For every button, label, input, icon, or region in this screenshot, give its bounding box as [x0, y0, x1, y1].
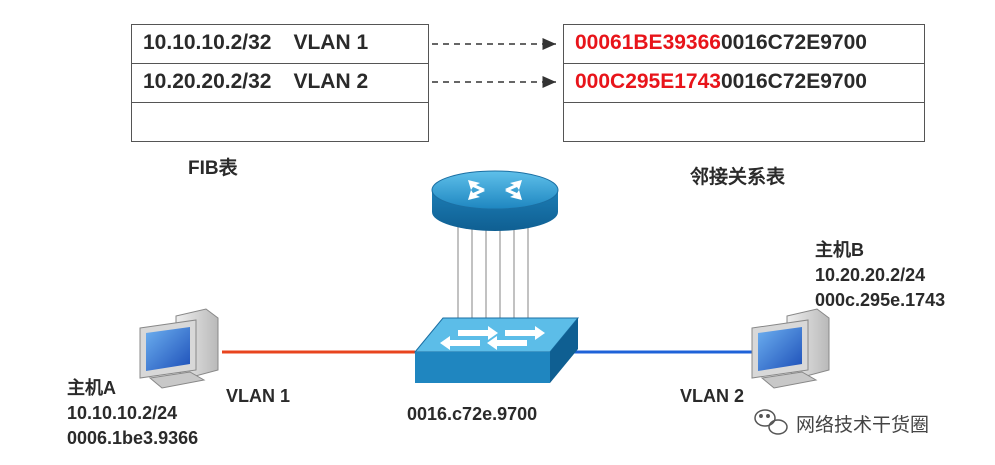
fib-vlan: VLAN 2	[293, 70, 369, 93]
router-switch-links	[457, 222, 529, 322]
router-icon	[431, 170, 559, 231]
host-a-name: 主机A	[67, 378, 116, 398]
host-b-info: 主机B 10.20.20.2/24 000c.295e.1743	[815, 238, 945, 313]
fib-row: 10.10.10.2/32 VLAN 1	[132, 25, 428, 64]
vlan1-label: VLAN 1	[226, 386, 291, 406]
host-a-info: 主机A 10.10.10.2/24 0006.1be3.9366	[67, 376, 198, 451]
fib-row: 10.20.20.2/32 VLAN 2	[132, 64, 428, 103]
dst-mac: 00061BE39366	[575, 31, 721, 54]
host-b-ip: 10.20.20.2/24	[815, 265, 926, 285]
src-mac: 0016C72E9700	[720, 31, 867, 54]
host-a-ip: 10.10.10.2/24	[67, 403, 178, 423]
adjacency-row-empty	[564, 103, 924, 141]
adjacency-table-caption: 邻接关系表	[690, 167, 786, 188]
fib-vlan: VLAN 1	[293, 31, 369, 54]
src-mac: 0016C72E9700	[720, 70, 867, 93]
switch-icon	[413, 317, 580, 383]
host-b-name: 主机B	[815, 240, 864, 260]
adjacency-table: 00061BE393660016C72E9700 000C295E1743001…	[563, 24, 925, 142]
adjacency-row: 00061BE393660016C72E9700	[564, 25, 924, 64]
fib-row-empty	[132, 103, 428, 141]
adjacency-row: 000C295E17430016C72E9700	[564, 64, 924, 103]
host-b-mac: 000c.295e.1743	[815, 290, 946, 310]
watermark-text: 网络技术干货圈	[796, 415, 930, 436]
vlan2-label: VLAN 2	[680, 386, 745, 406]
host-a-pc-icon	[139, 308, 219, 389]
host-b-pc-icon	[751, 308, 830, 389]
fib-table: 10.10.10.2/32 VLAN 1 10.20.20.2/32 VLAN 2	[131, 24, 429, 142]
fib-ip: 10.20.20.2/32	[143, 70, 272, 93]
switch-mac-label: 0016.c72e.9700	[407, 404, 538, 424]
dst-mac: 000C295E1743	[575, 70, 721, 93]
wechat-icon	[754, 409, 788, 435]
fib-ip: 10.10.10.2/32	[143, 31, 272, 54]
fib-table-caption: FIB表	[188, 158, 238, 179]
host-a-mac: 0006.1be3.9366	[67, 428, 199, 448]
